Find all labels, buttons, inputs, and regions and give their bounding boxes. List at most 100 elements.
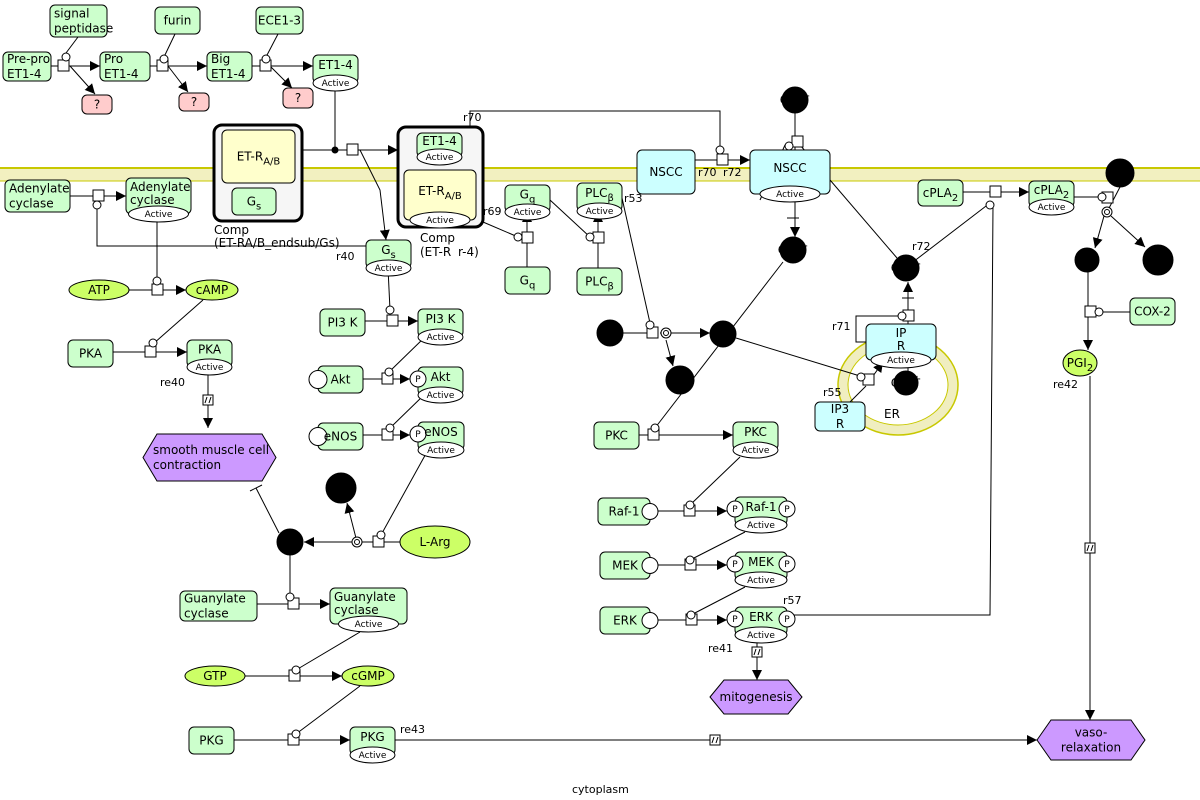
node-atp[interactable]: ATP <box>68 279 130 301</box>
reaction-edge <box>912 202 991 263</box>
phenotype-hexagon <box>142 433 277 482</box>
node-camp[interactable]: cAMP <box>185 279 239 301</box>
label-text: Adenylate <box>9 182 69 196</box>
node-ca-mid[interactable]: Ca2+ <box>778 236 808 264</box>
reaction-edge <box>855 315 902 343</box>
label-superscript: 2+ <box>793 241 808 252</box>
node-vaso[interactable]: vaso-relaxation <box>1036 719 1146 761</box>
active-state-label: Active <box>145 210 173 220</box>
node-label: ? <box>94 98 100 112</box>
node-box <box>179 590 258 622</box>
node-ip3[interactable]: IP3 <box>709 320 737 348</box>
label-text: cyclase <box>9 197 54 211</box>
node-akt[interactable]: Akt <box>308 365 364 394</box>
node-label: COX-2 <box>1134 305 1171 319</box>
label-text: GTP <box>203 669 226 683</box>
node-q3[interactable]: ? <box>282 87 314 109</box>
node-box <box>178 92 210 112</box>
node-label: contraction <box>153 458 221 472</box>
node-label: mitogenesis <box>720 690 793 704</box>
node-raf[interactable]: Raf-1 <box>597 497 659 526</box>
node-ca-top[interactable]: Ca2+ <box>780 86 810 114</box>
node-ca-er[interactable]: Ca2+ <box>891 370 921 396</box>
phospho-site <box>409 370 427 388</box>
node-pip2[interactable]: PIP2 <box>596 319 624 347</box>
node-furin[interactable]: furin <box>154 6 201 35</box>
node-lcit[interactable]: L-Cit <box>325 472 357 504</box>
node-gtp[interactable]: GTP <box>184 665 246 687</box>
node-ca-right[interactable]: Ca2+ <box>891 254 921 282</box>
node-ece[interactable]: ECE1-3 <box>255 6 304 35</box>
node-cpla2[interactable]: cPLA2 <box>917 179 964 207</box>
node-label: furin <box>164 14 192 28</box>
node-cox2[interactable]: COX-2 <box>1129 297 1176 326</box>
node-label: Raf-1 <box>746 500 777 514</box>
node-q1[interactable]: ? <box>81 94 113 115</box>
node-pi3k[interactable]: PI3 K <box>319 308 366 337</box>
node-gq[interactable]: Gq <box>504 266 551 295</box>
reaction-edge <box>295 631 361 671</box>
label-text: Ca <box>780 93 796 107</box>
reaction-edge <box>65 36 79 54</box>
node-circle <box>276 528 304 556</box>
node-pka[interactable]: PKA <box>67 339 114 368</box>
modifier-circle <box>686 610 696 620</box>
node-box <box>2 51 52 82</box>
node-q2[interactable]: ? <box>178 92 210 112</box>
node-mek[interactable]: MEK <box>599 551 659 580</box>
node-erk[interactable]: ERK <box>599 606 659 635</box>
node-nscc[interactable]: NSCC <box>636 149 696 195</box>
node-cx1-gs[interactable]: Gs <box>231 187 277 216</box>
node-gpl[interactable]: GPL <box>1105 158 1135 188</box>
node-no[interactable]: NO <box>276 528 304 556</box>
label-text: relaxation <box>1061 741 1121 755</box>
node-cgmp[interactable]: cGMP <box>341 665 395 687</box>
node-cx1-etr[interactable]: ET-RA/B <box>221 129 296 184</box>
node-mito[interactable]: mitogenesis <box>709 679 803 715</box>
node-pgi2[interactable]: PGI2 <box>1062 349 1098 377</box>
reaction-edge <box>344 502 358 543</box>
node-enos[interactable]: eNOS <box>308 422 364 451</box>
node-pkc[interactable]: PKC <box>593 421 640 450</box>
label-text: cyclase <box>130 193 175 207</box>
label-superscript: 2+ <box>906 374 921 385</box>
node-dac[interactable]: DAC <box>665 365 695 395</box>
node-lpl[interactable]: LPL <box>1142 244 1174 276</box>
active-state-label: Active <box>747 576 775 586</box>
reaction-label: re40 <box>160 376 185 389</box>
label-text: ET1-4 <box>7 67 42 81</box>
node-larg[interactable]: L-Arg <box>399 525 471 559</box>
node-pkg[interactable]: PKG <box>188 726 235 755</box>
node-aa[interactable]: AA <box>1074 247 1100 273</box>
node-plcb[interactable]: PLCβ <box>576 267 623 296</box>
process-box <box>791 135 804 148</box>
